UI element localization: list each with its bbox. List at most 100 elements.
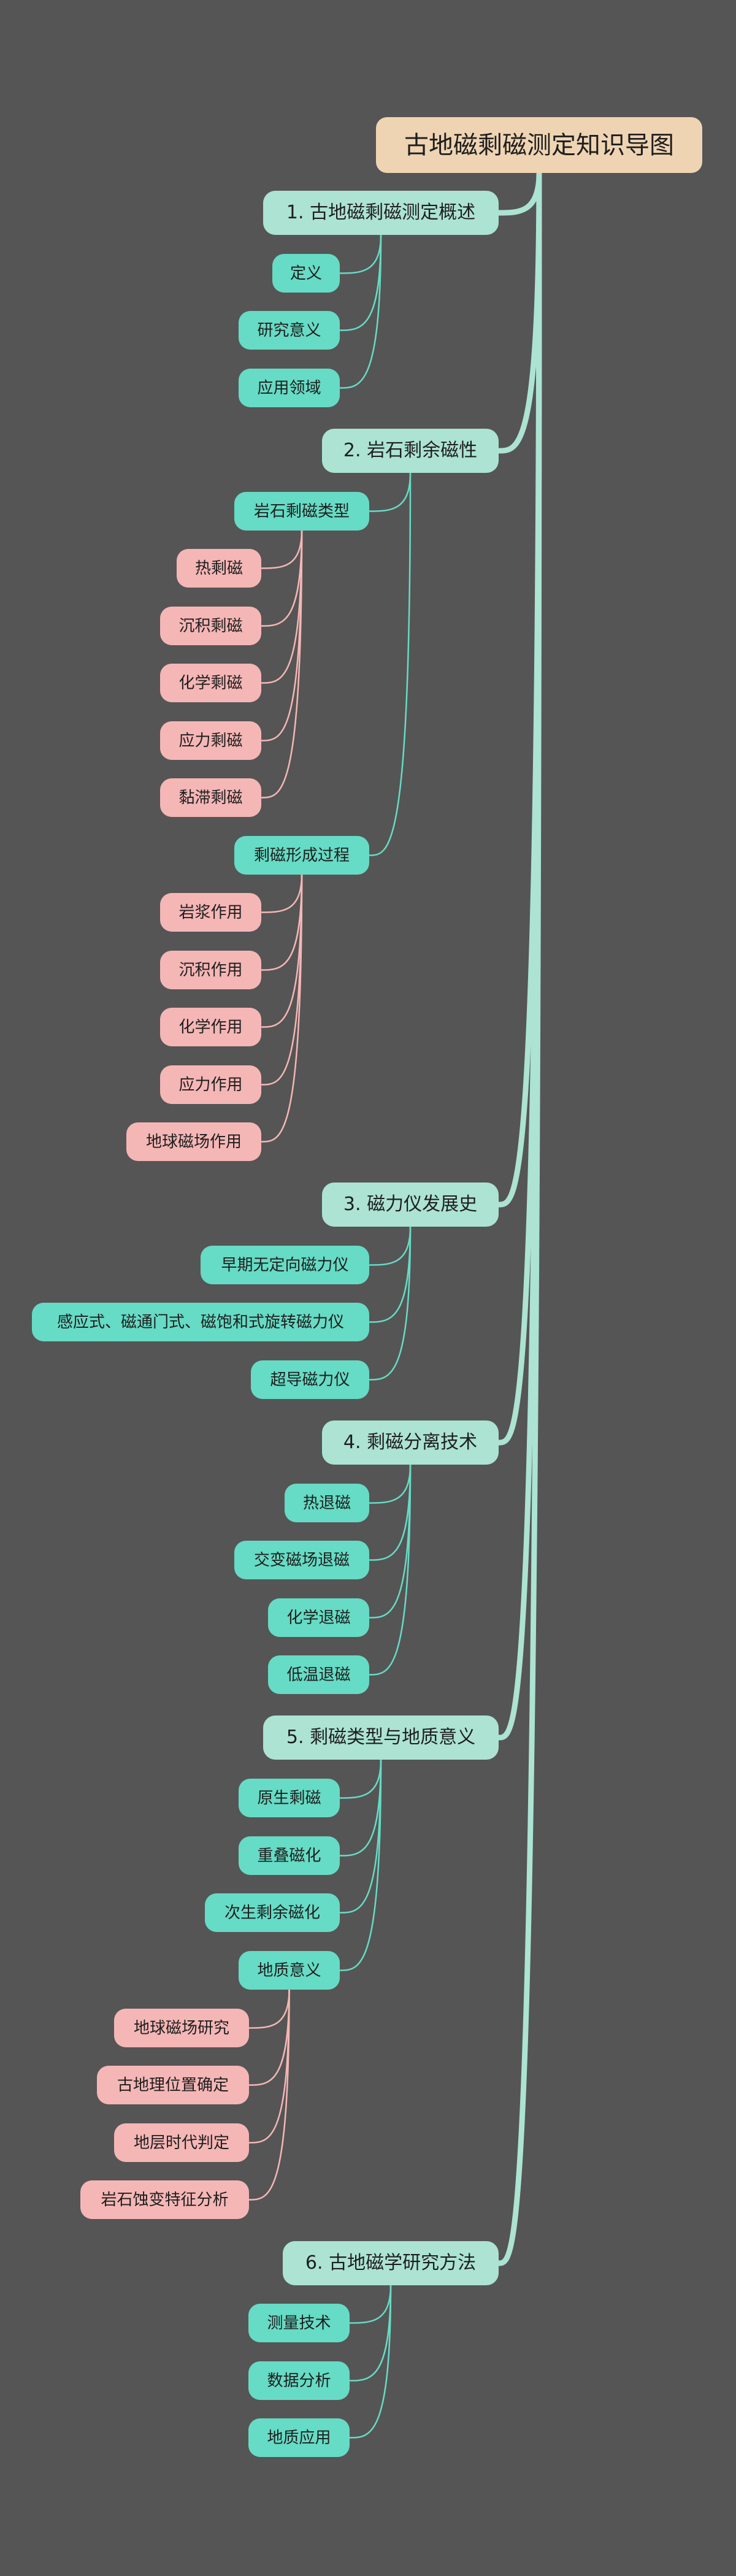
subtopic[interactable]: 超导磁力仪 (251, 1360, 369, 1399)
connector-line (261, 874, 303, 971)
connector-line (369, 472, 412, 512)
subtopic[interactable]: 感应式、磁通门式、磁饱和式旋转磁力仪 (32, 1303, 369, 1341)
subtopic-label: 热退磁 (302, 1493, 351, 1512)
subtopic[interactable]: 早期无定向磁力仪 (201, 1246, 369, 1284)
detail-topic[interactable]: 应力作用 (160, 1065, 261, 1104)
subtopic-label: 测量技术 (267, 2313, 331, 2333)
connector-line (349, 2285, 392, 2324)
main-branch-label: 5. 剩磁类型与地质意义 (286, 1727, 476, 1748)
connector-line (369, 1464, 412, 1561)
subtopic[interactable]: 原生剩磁 (239, 1779, 340, 1817)
connector-line (339, 234, 382, 389)
detail-topic[interactable]: 热剩磁 (177, 549, 261, 588)
detail-topic[interactable]: 岩石蚀变特征分析 (80, 2180, 249, 2219)
connector-line (369, 1464, 412, 1619)
mindmap-root-topic[interactable]: 古地磁剩磁测定知识导图 (376, 117, 702, 173)
subtopic-significance[interactable]: 研究意义 (239, 311, 340, 350)
detail-topic[interactable]: 应力剩磁 (160, 721, 261, 760)
subtopic-label: 数据分析 (267, 2371, 331, 2390)
connector-line (261, 874, 303, 913)
subtopic[interactable]: 地质应用 (248, 2418, 350, 2457)
subtopic[interactable]: 数据分析 (248, 2361, 350, 2400)
detail-topic[interactable]: 地层时代判定 (114, 2123, 249, 2162)
subtopic-remanence-types[interactable]: 岩石剩磁类型 (234, 492, 369, 531)
connector-line (339, 1759, 382, 1857)
detail-topic[interactable]: 地球磁场研究 (114, 2009, 249, 2047)
detail-topic-label: 古地理位置确定 (117, 2076, 229, 2095)
connector-line (248, 1989, 290, 2086)
connector-line (339, 1759, 382, 1799)
subtopic[interactable]: 交变磁场退磁 (234, 1541, 369, 1579)
detail-topic-label: 岩石蚀变特征分析 (101, 2190, 229, 2209)
detail-topic[interactable]: 沉积作用 (160, 951, 261, 989)
subtopic[interactable]: 重叠磁化 (239, 1836, 340, 1875)
subtopic-label: 岩石剩磁类型 (253, 502, 350, 521)
connector-line (261, 874, 303, 1143)
main-branch-2[interactable]: 2. 岩石剩余磁性 (322, 429, 499, 473)
connector-line (339, 234, 382, 274)
main-branch-5[interactable]: 5. 剩磁类型与地质意义 (263, 1715, 499, 1760)
main-branch-4[interactable]: 4. 剩磁分离技术 (322, 1420, 499, 1465)
connector-line (248, 1989, 290, 2029)
main-branch-6[interactable]: 6. 古地磁学研究方法 (283, 2241, 499, 2285)
connector-line (339, 1759, 382, 1914)
connector-line (248, 1989, 290, 2201)
subtopic-label: 应用领域 (257, 378, 321, 397)
main-branch-label: 3. 磁力仪发展史 (343, 1194, 478, 1215)
detail-topic-label: 地球磁场作用 (145, 1132, 242, 1151)
detail-topic-label: 化学剩磁 (178, 673, 243, 692)
subtopic-label: 低温退磁 (286, 1665, 351, 1684)
connector-line (261, 530, 303, 799)
subtopic-label: 次生剩余磁化 (224, 1903, 320, 1922)
connector-line (369, 1226, 412, 1323)
connector-line (369, 1226, 412, 1266)
detail-topic[interactable]: 黏滞剩磁 (160, 778, 261, 817)
subtopic-label: 研究意义 (257, 321, 321, 340)
main-branch-label: 2. 岩石剩余磁性 (343, 440, 478, 461)
subtopic-applications[interactable]: 应用领域 (239, 369, 340, 407)
subtopic-label: 原生剩磁 (257, 1788, 321, 1807)
main-branch-label: 4. 剩磁分离技术 (343, 1432, 478, 1453)
detail-topic[interactable]: 岩浆作用 (160, 893, 261, 932)
main-branch-3[interactable]: 3. 磁力仪发展史 (322, 1183, 499, 1227)
detail-topic[interactable]: 化学剩磁 (160, 664, 261, 702)
subtopic-label: 超导磁力仪 (270, 1370, 350, 1389)
subtopic-label: 早期无定向磁力仪 (221, 1255, 349, 1275)
connector-line (339, 234, 382, 331)
connector-line (369, 1464, 412, 1676)
connector-line (261, 530, 303, 627)
detail-topic[interactable]: 沉积剩磁 (160, 607, 261, 645)
detail-topic-label: 热剩磁 (194, 559, 243, 578)
root-topic-label: 古地磁剩磁测定知识导图 (404, 131, 674, 159)
connector-line (369, 1464, 412, 1504)
subtopic-label: 地质应用 (267, 2428, 331, 2447)
main-branch-label: 6. 古地磁学研究方法 (305, 2252, 477, 2274)
subtopic-label: 感应式、磁通门式、磁饱和式旋转磁力仪 (56, 1313, 344, 1332)
detail-topic[interactable]: 地球磁场作用 (126, 1122, 261, 1161)
subtopic-label: 剩磁形成过程 (253, 846, 350, 865)
subtopic-formation-process[interactable]: 剩磁形成过程 (234, 836, 369, 875)
subtopic-label: 地质意义 (257, 1961, 321, 1980)
detail-topic-label: 地球磁场研究 (133, 2018, 229, 2037)
connector-line (261, 874, 303, 1028)
subtopic[interactable]: 测量技术 (248, 2304, 350, 2342)
subtopic-geological-significance[interactable]: 地质意义 (239, 1951, 340, 1990)
detail-topic-label: 应力剩磁 (178, 731, 243, 750)
subtopic[interactable]: 低温退磁 (268, 1655, 369, 1694)
subtopic[interactable]: 热退磁 (285, 1484, 369, 1522)
detail-topic-label: 沉积剩磁 (178, 616, 243, 635)
connector-line (261, 530, 303, 569)
main-branch-label: 1. 古地磁剩磁测定概述 (286, 202, 476, 223)
subtopic[interactable]: 化学退磁 (268, 1598, 369, 1637)
detail-topic[interactable]: 古地理位置确定 (97, 2066, 249, 2104)
subtopic-label: 化学退磁 (286, 1608, 351, 1627)
subtopic[interactable]: 次生剩余磁化 (205, 1893, 340, 1932)
subtopic-definition[interactable]: 定义 (272, 254, 340, 293)
connector-line (369, 1226, 412, 1381)
detail-topic[interactable]: 化学作用 (160, 1008, 261, 1046)
main-branch-1[interactable]: 1. 古地磁剩磁测定概述 (263, 191, 499, 235)
detail-topic-label: 应力作用 (178, 1075, 243, 1094)
connector-line (261, 530, 303, 684)
